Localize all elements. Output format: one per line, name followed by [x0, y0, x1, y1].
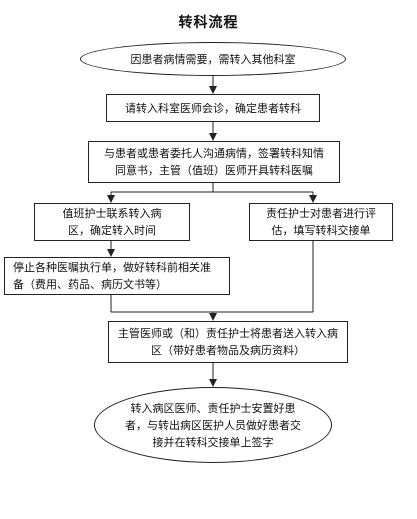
nurse-contact-node: 值班护士联系转入病区，确定转入时间 [34, 203, 190, 241]
nurse-assess-node: 责任护士对患者进行评估，填写转科交接单 [249, 203, 393, 241]
start-node: 因患者病情需要，需转入其他科室 [80, 42, 346, 76]
nurse-assess-node-text: 责任护士对患者进行评估，填写转科交接单 [266, 207, 376, 237]
transfer-node-text: 主管医师或（和）责任护士将患者送入转入病区（带好患者物品及病历资料） [118, 327, 338, 357]
nurse-contact-node-text: 值班护士联系转入病区，确定转入时间 [62, 207, 162, 237]
transfer-node: 主管医师或（和）责任护士将患者送入转入病区（带好患者物品及病历资料） [108, 321, 348, 363]
start-node-text: 因患者病情需要，需转入其他科室 [130, 52, 296, 66]
page-title: 转科流程 [178, 15, 239, 31]
communicate-node: 与患者或患者委托人沟通病情，签署转科知情同意书，主管（值班）医师开具转科医嘱 [88, 141, 340, 183]
consult-node-text: 请转入科室医师会诊，确定患者转科 [125, 101, 301, 115]
consult-node: 请转入科室医师会诊，确定患者转科 [106, 94, 320, 122]
end-node: 转入病区医师、责任护士安置好患者，与转出病区医护人员做好患者交接并在转科交接单上… [94, 387, 332, 463]
stop-orders-node: 停止各种医嘱执行单，做好转科前相关准备（费用、药品、病历文书等） [4, 257, 230, 295]
communicate-node-text: 与患者或患者委托人沟通病情，签署转科知情同意书，主管（值班）医师开具转科医嘱 [104, 147, 324, 177]
end-node-text: 转入病区医师、责任护士安置好患者，与转出病区医护人员做好患者交接并在转科交接单上… [125, 401, 301, 449]
stop-orders-node-text: 停止各种医嘱执行单，做好转科前相关准备（费用、药品、病历文书等） [13, 261, 211, 291]
